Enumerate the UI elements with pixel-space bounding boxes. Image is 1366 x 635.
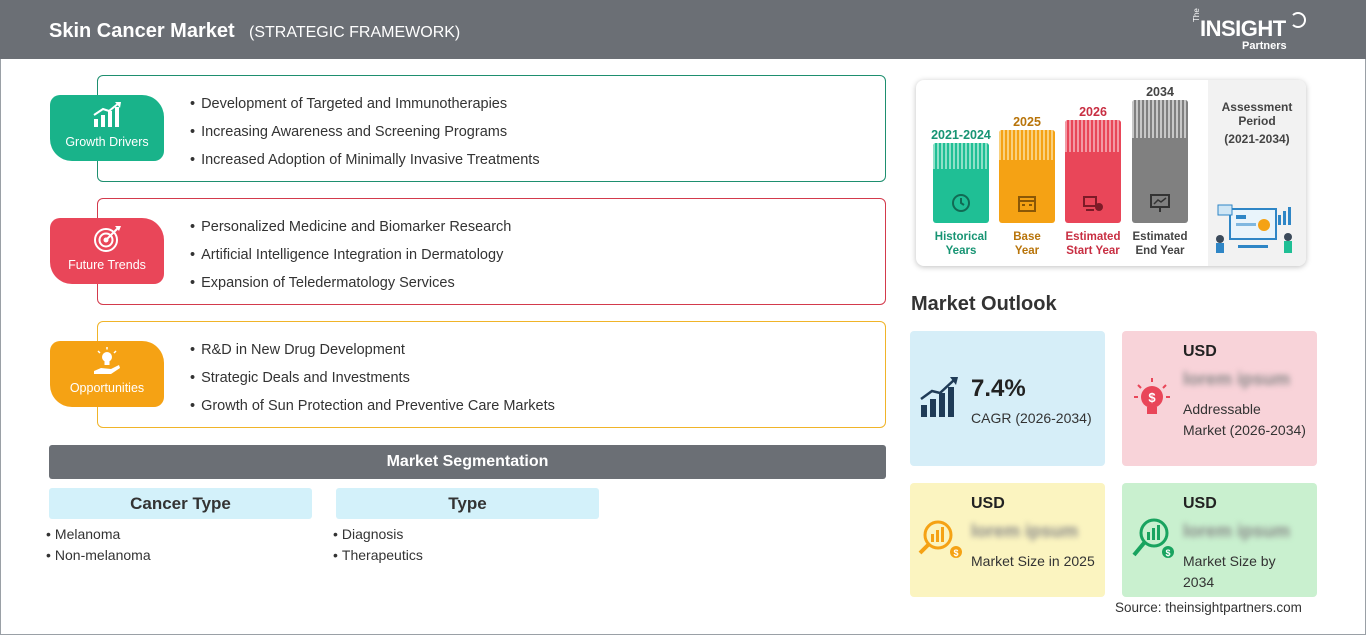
period-year: 2025 [1013, 115, 1041, 129]
svg-text:$: $ [1165, 548, 1170, 558]
segment-cancer-type-header: Cancer Type [49, 488, 312, 519]
period-year: 2034 [1146, 85, 1174, 99]
presentation-icon [1150, 194, 1170, 212]
badge-label: Future Trends [68, 258, 146, 272]
size-2025-value: lorem ipsum [971, 521, 1079, 541]
page-subtitle: (STRATEGIC FRAMEWORK) [249, 24, 461, 41]
lightbulb-hand-icon [94, 347, 120, 374]
cagr-box: 7.4% CAGR (2026-2034) [910, 331, 1105, 466]
market-size-2034-box: $ USD lorem ipsum Market Size by 2034 [1122, 483, 1317, 597]
market-size-2025-box: $ USD lorem ipsum Market Size in 2025 [910, 483, 1105, 597]
list-item: Increasing Awareness and Screening Progr… [190, 122, 540, 150]
assessment-range: (2021-2034) [1224, 132, 1290, 146]
future-trends-badge: Future Trends [50, 218, 164, 284]
source-credit: Source: theinsightpartners.com [1115, 600, 1302, 615]
future-trends-card: Personalized Medicine and Biomarker Rese… [97, 198, 886, 305]
market-outlook-title: Market Outlook [911, 293, 1057, 315]
insight-partners-logo: The INSIGHT Partners [1192, 8, 1312, 54]
badge-label: Opportunities [69, 381, 145, 395]
market-segmentation-bar: Market Segmentation [49, 445, 886, 479]
bar-growth-icon [93, 102, 121, 127]
opportunities-badge: Opportunities [50, 341, 164, 407]
period-year: 2026 [1079, 105, 1107, 119]
size-2025-label: Market Size in 2025 [971, 553, 1095, 569]
addressable-currency: USD [1183, 343, 1217, 360]
list-item: Artificial Intelligence Integration in D… [190, 245, 511, 273]
calendar-icon [1018, 196, 1036, 212]
analytics-illustration-icon [1216, 204, 1292, 253]
page-title: Skin Cancer Market [49, 20, 235, 42]
list-item: Therapeutics [333, 547, 423, 568]
list-item: Diagnosis [333, 526, 423, 547]
addressable-market-box: $ USD lorem ipsum Addressable Market (20… [1122, 331, 1317, 466]
segment-type-header: Type [336, 488, 599, 519]
badge-label: Growth Drivers [65, 135, 149, 149]
money-bulb-icon: $ [1134, 378, 1170, 414]
growth-drivers-card: Development of Targeted and Immunotherap… [97, 75, 886, 182]
list-item: R&D in New Drug Development [190, 340, 555, 368]
size-2034-label: Market Size by 2034 [1183, 553, 1276, 590]
list-item: Expansion of Teledermatology Services [190, 273, 511, 301]
list-item: Melanoma [46, 526, 151, 547]
header-bar: Skin Cancer Market (STRATEGIC FRAMEWORK)… [0, 0, 1366, 59]
cagr-label: CAGR (2026-2034) [971, 410, 1092, 426]
list-item: Personalized Medicine and Biomarker Rese… [190, 217, 511, 245]
svg-text:$: $ [1148, 390, 1156, 405]
start-icon [1083, 196, 1103, 211]
target-icon [94, 226, 121, 252]
history-icon [952, 194, 970, 212]
size-2034-currency: USD [1183, 495, 1217, 512]
segment-type-list: Diagnosis Therapeutics [333, 526, 423, 568]
size-2025-currency: USD [971, 495, 1005, 512]
size-2034-value: lorem ipsum [1183, 521, 1291, 541]
opportunities-card: R&D in New Drug Development Strategic De… [97, 321, 886, 428]
growth-drivers-badge: Growth Drivers [50, 95, 164, 161]
cagr-value: 7.4% [971, 375, 1026, 402]
list-item: Increased Adoption of Minimally Invasive… [190, 150, 540, 178]
list-item: Non-melanoma [46, 547, 151, 568]
growth-chart-icon [920, 377, 958, 417]
magnifier-chart-icon: $ [918, 520, 962, 558]
list-item: Growth of Sun Protection and Preventive … [190, 396, 555, 424]
list-item: Strategic Deals and Investments [190, 368, 555, 396]
addressable-value: lorem ipsum [1183, 369, 1291, 389]
svg-text:$: $ [953, 548, 958, 558]
list-item: Development of Targeted and Immunotherap… [190, 94, 540, 122]
magnifier-chart-icon: $ [1132, 518, 1174, 558]
segment-cancer-type-list: Melanoma Non-melanoma [46, 526, 151, 568]
addressable-label: Addressable Market (2026-2034) [1183, 401, 1306, 438]
period-year: 2021-2024 [931, 128, 991, 142]
